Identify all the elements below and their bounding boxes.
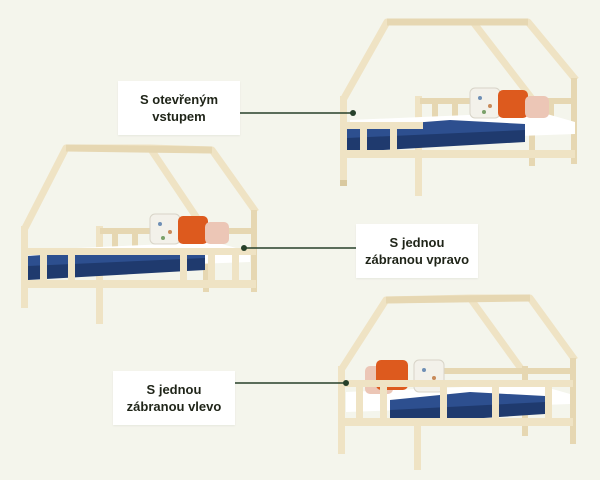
label-open-entry: S otevřeným vstupem <box>118 81 240 135</box>
label-rail-right-line2: zábranou vpravo <box>364 252 470 267</box>
label-rail-right: S jednou zábranou vpravo <box>356 224 478 278</box>
label-rail-left: S jednou zábranou vlevo <box>113 371 235 425</box>
label-open-entry-line1: S otevřeným <box>139 92 219 107</box>
label-rail-left-line1: S jednou <box>146 382 202 397</box>
bed-rail-left <box>338 294 578 470</box>
bed-rail-right <box>20 144 259 324</box>
label-open-entry-line2: vstupem <box>152 109 206 124</box>
label-rail-right-line1: S jednou <box>389 235 445 250</box>
label-rail-left-line2: zábranou vlevo <box>126 399 222 414</box>
leader-lines <box>235 110 356 386</box>
bed-open-entry <box>339 18 579 196</box>
